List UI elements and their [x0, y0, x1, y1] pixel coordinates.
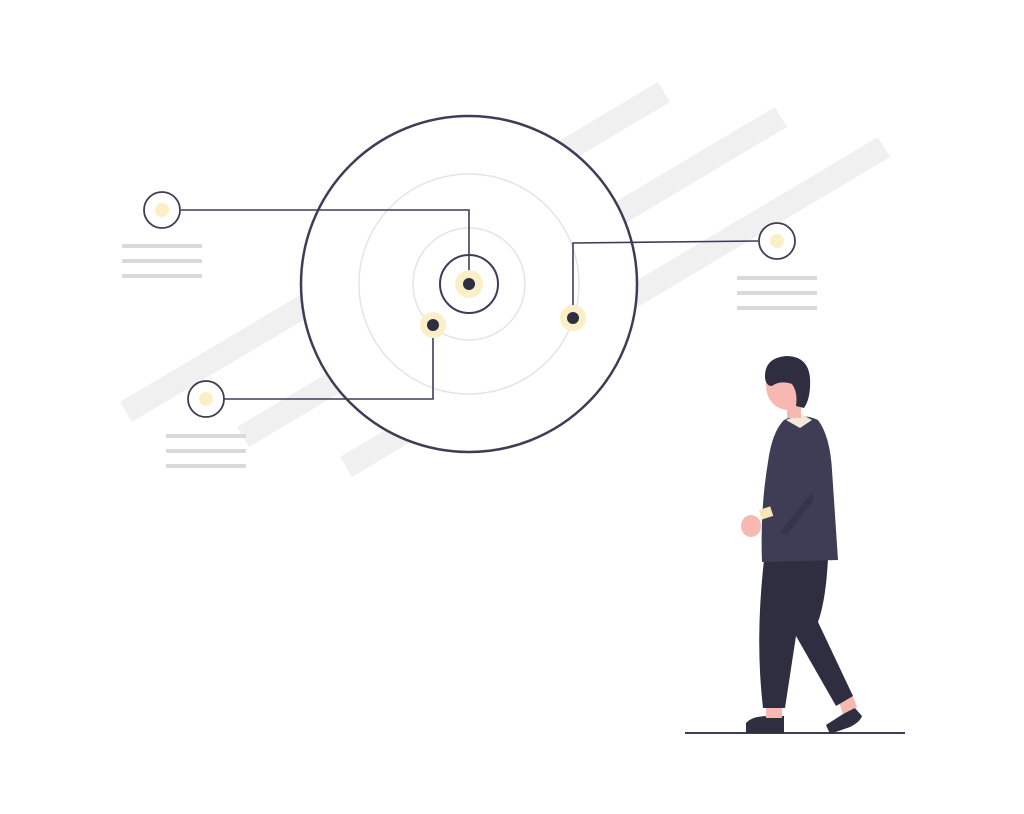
connector-lines — [181, 209, 759, 400]
target-dot-center — [463, 278, 475, 290]
callout-nodes — [143, 191, 796, 418]
callout-node-right — [758, 222, 796, 260]
placeholder-text-top-left — [122, 244, 202, 278]
jacket-fold — [780, 492, 814, 536]
left-ankle — [766, 707, 782, 718]
hair — [764, 356, 811, 408]
connector-top-left — [181, 209, 470, 284]
connector-bottom-left — [224, 325, 434, 400]
radar-ring-middle — [358, 173, 580, 395]
person-figure — [741, 356, 862, 734]
pants — [759, 558, 853, 708]
connector-right — [572, 240, 759, 318]
placeholder-text-bottom-left — [166, 434, 246, 468]
placeholder-text-right — [737, 276, 817, 310]
target-dot-lower-left — [427, 319, 439, 331]
target-dot-right — [567, 312, 579, 324]
callout-node-bottom-left — [187, 380, 225, 418]
right-shoe — [826, 707, 862, 734]
callout-node-top-left — [143, 191, 181, 229]
radar-ring-outer — [299, 114, 639, 454]
left-shoe — [746, 716, 784, 733]
target-dots — [420, 270, 586, 338]
cuff — [758, 506, 774, 520]
hand — [741, 515, 761, 537]
front-arm — [764, 438, 790, 520]
